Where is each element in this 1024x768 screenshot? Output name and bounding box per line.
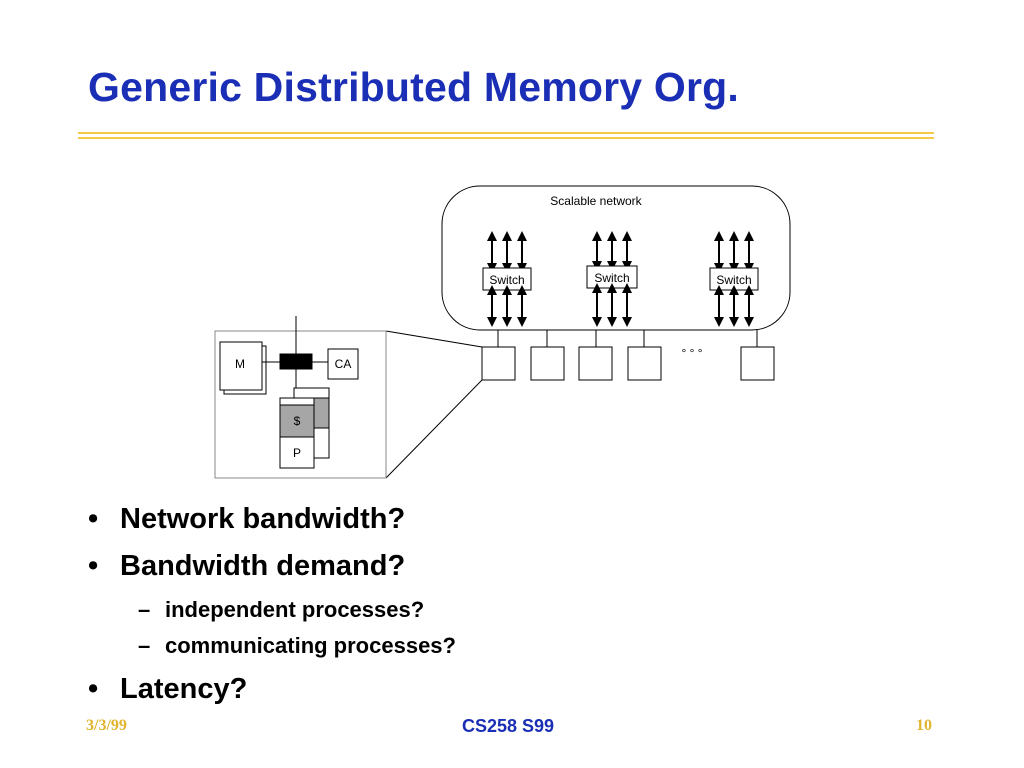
bullet-latency: Latency? [120,673,248,705]
bullet-network-bandwidth: Network bandwidth? [120,503,406,535]
switch-group-3: Switch [709,231,759,327]
processor-label: P [293,446,301,460]
node-box [627,346,662,381]
node-links [497,330,758,347]
memory-box [219,341,263,391]
bullet-symbol: • [88,673,99,705]
switch-label: Switch [594,271,629,285]
switch-group-1: Switch [482,231,532,327]
node-switch-block [279,353,313,370]
switch-label: Switch [489,273,524,287]
zoom-line-top [385,330,483,348]
bullet-symbol: • [88,503,99,535]
scalable-network-label: Scalable network [550,194,642,208]
bullet-bandwidth-demand: Bandwidth demand? [120,550,406,582]
sub-bullet-symbol: – [138,633,151,658]
node-box [740,346,775,381]
footer-date: 3/3/99 [86,717,127,734]
nodes-ellipsis: ° ° ° [681,346,702,360]
bullet-symbol: • [88,550,99,582]
sub-bullet-symbol: – [138,597,151,622]
footer-page-number: 10 [916,717,932,734]
switch-label: Switch [716,273,751,287]
cache-label: $ [294,414,301,428]
comm-assist-box [327,348,359,380]
cache-box [279,404,315,438]
memory-label: M [235,357,245,371]
footer-course: CS258 S99 [462,716,555,736]
title-rule-bottom [78,137,934,139]
sub-bullet-communicating: communicating processes? [165,633,456,658]
switch-group-2: Switch [586,231,638,327]
sub-bullet-independent: independent processes? [165,597,425,622]
node-box [578,346,613,381]
title-rule-top [78,132,934,134]
node-box [530,346,565,381]
comm-assist-label: CA [335,357,352,371]
slide-title: Generic Distributed Memory Org. [88,64,739,110]
zoom-line-bottom [385,379,483,479]
node-box [481,346,516,381]
